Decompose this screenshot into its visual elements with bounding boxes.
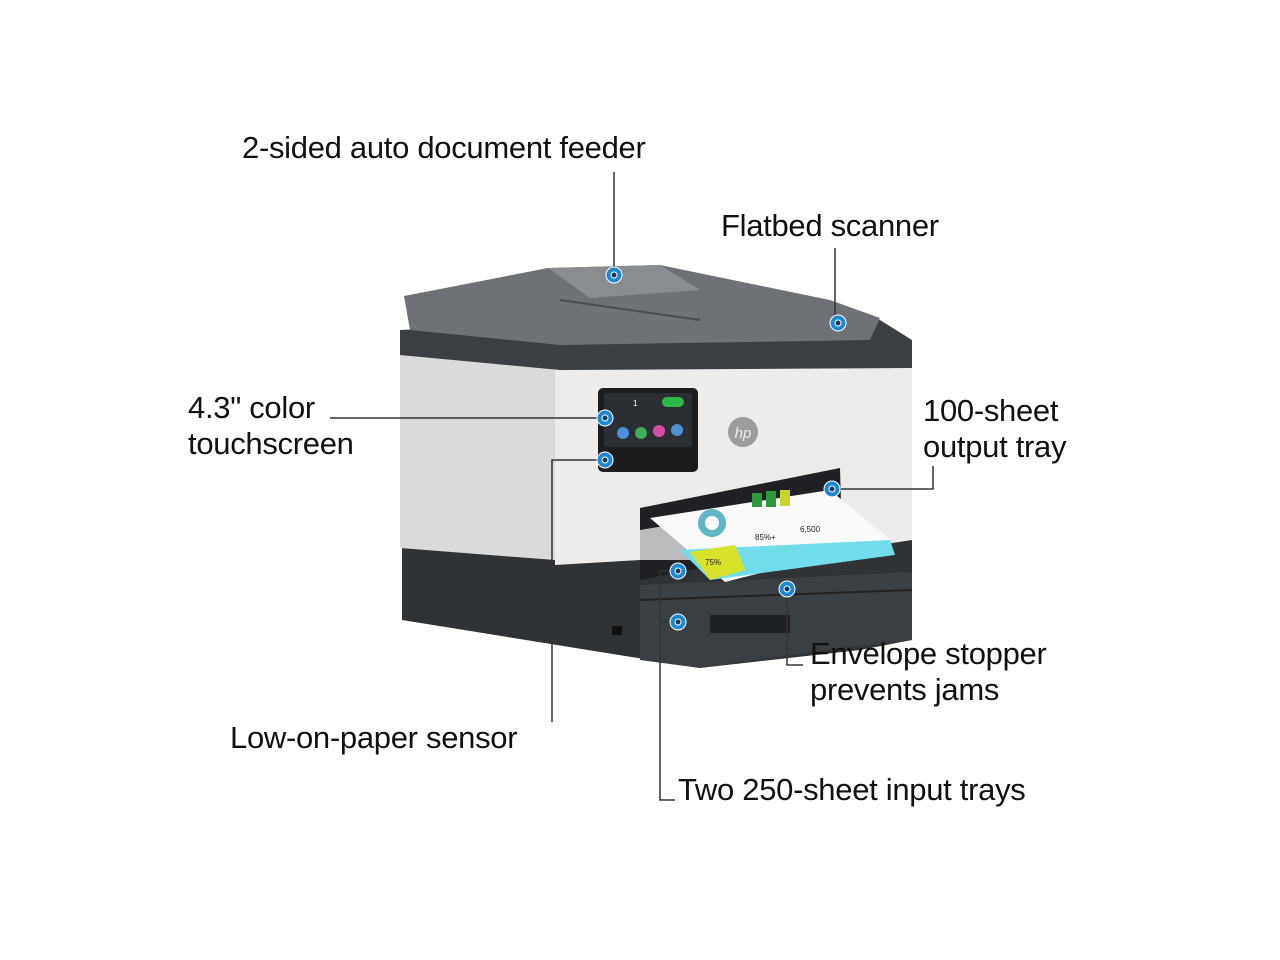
printer-body-side [400,342,555,560]
callout-touchscreen: 4.3" color touchscreen [188,390,354,462]
callout-output-tray: 100-sheet output tray [923,393,1066,465]
callout-envelope: Envelope stopper prevents jams [810,636,1047,708]
menu-app-icon[interactable] [617,427,629,439]
tray-handle [710,615,790,633]
callout-dot-tray1 [669,562,687,580]
print-app-icon[interactable] [671,424,683,436]
callout-envelope-line1: Envelope stopper [810,636,1047,671]
callout-dot-output [823,480,841,498]
callout-flatbed: Flatbed scanner [721,208,939,243]
callout-dot-sensor [596,451,614,469]
copy-app-icon[interactable] [635,427,647,439]
callout-output-line1: 100-sheet [923,393,1059,428]
lock-slot-icon [612,626,622,635]
screen-counter: 1 [633,399,638,408]
callout-touchscreen-line2: touchscreen [188,426,354,461]
hp-logo [728,417,758,447]
svg-text:6,500: 6,500 [800,525,821,534]
svg-text:75%: 75% [705,558,721,567]
callout-dot-flatbed [829,314,847,332]
callout-envelope-line2: prevents jams [810,672,1000,707]
callout-output-line2: output tray [923,429,1067,464]
leader-lines [330,172,934,801]
callout-input-trays: Two 250-sheet input trays [678,772,1026,807]
callout-dots [596,266,847,631]
svg-text:hp: hp [735,425,752,442]
document-feeder-lid [404,265,880,345]
callout-sensor: Low-on-paper sensor [230,720,518,755]
svg-text:85%+: 85%+ [755,533,776,542]
callout-dot-envelope [778,580,796,598]
callout-adf: 2-sided auto document feeder [242,130,646,165]
callout-dot-touchscreen [596,409,614,427]
callout-dot-adf [605,266,623,284]
callout-dot-tray2 [669,613,687,631]
scan-app-icon[interactable] [653,425,665,437]
callout-touchscreen-line1: 4.3" color [188,390,315,425]
